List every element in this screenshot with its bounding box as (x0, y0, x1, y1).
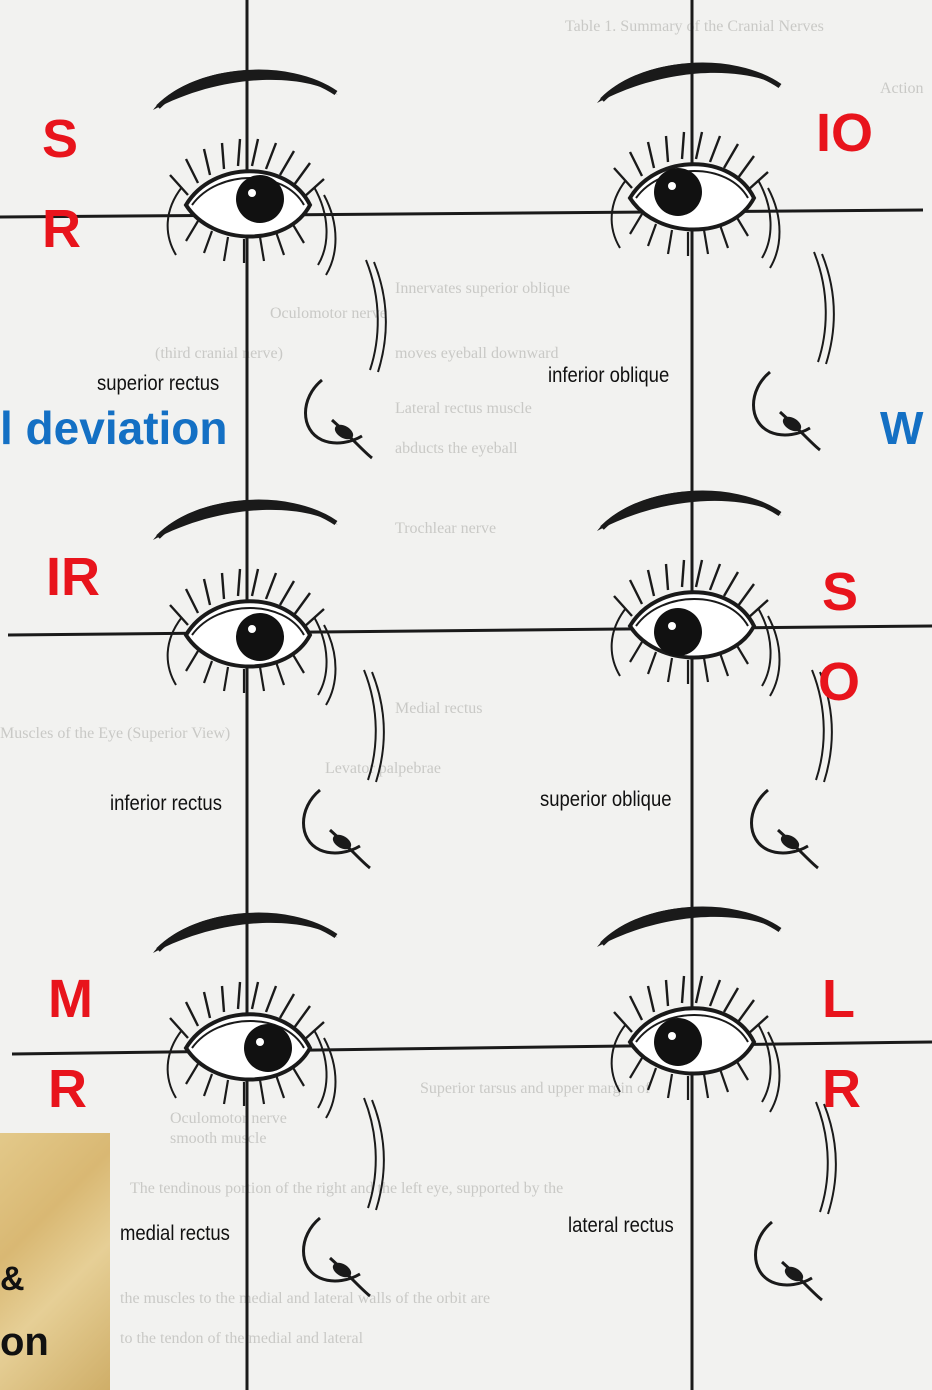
label-medial-rectus: medial rectus (120, 1222, 230, 1246)
abbr-superior-oblique-o: O (818, 655, 860, 709)
eye-superior-oblique (597, 491, 782, 696)
nose-inferior-oblique (754, 252, 834, 450)
overlay-amp-text: & (0, 1262, 25, 1296)
label-superior-oblique: superior oblique (540, 788, 672, 812)
abbr-inferior-oblique: IO (816, 106, 873, 160)
horizontal-axis-row3 (12, 1042, 932, 1054)
label-lateral-rectus: lateral rectus (568, 1214, 674, 1238)
abbr-lateral-rectus-r: R (822, 1062, 861, 1116)
abbr-inferior-rectus: IR (46, 550, 100, 604)
horizontal-axis-row2 (8, 626, 932, 635)
abbr-medial-rectus-r: R (48, 1062, 87, 1116)
nose-medial-rectus (304, 1098, 384, 1296)
label-inferior-oblique: inferior oblique (548, 364, 669, 388)
overlay-on-text: on (0, 1322, 49, 1362)
nose-lateral-rectus (756, 1102, 836, 1300)
label-superior-rectus: superior rectus (97, 372, 219, 396)
abbr-superior-oblique-s: S (822, 565, 858, 619)
nose-superior-rectus (306, 260, 386, 458)
overlay-deviation-text: l deviation (0, 405, 227, 451)
eye-inferior-oblique (597, 63, 782, 268)
eye-lateral-rectus (597, 907, 782, 1112)
horizontal-axis-row1 (0, 210, 923, 217)
abbr-lateral-rectus-l: L (822, 972, 855, 1026)
overlay-w-text: W (880, 405, 923, 451)
label-inferior-rectus: inferior rectus (110, 792, 222, 816)
nose-inferior-rectus (304, 670, 384, 868)
abbr-medial-rectus-m: M (48, 972, 93, 1026)
abbr-superior-rectus-r: R (42, 202, 81, 256)
abbr-superior-rectus-s: S (42, 112, 78, 166)
